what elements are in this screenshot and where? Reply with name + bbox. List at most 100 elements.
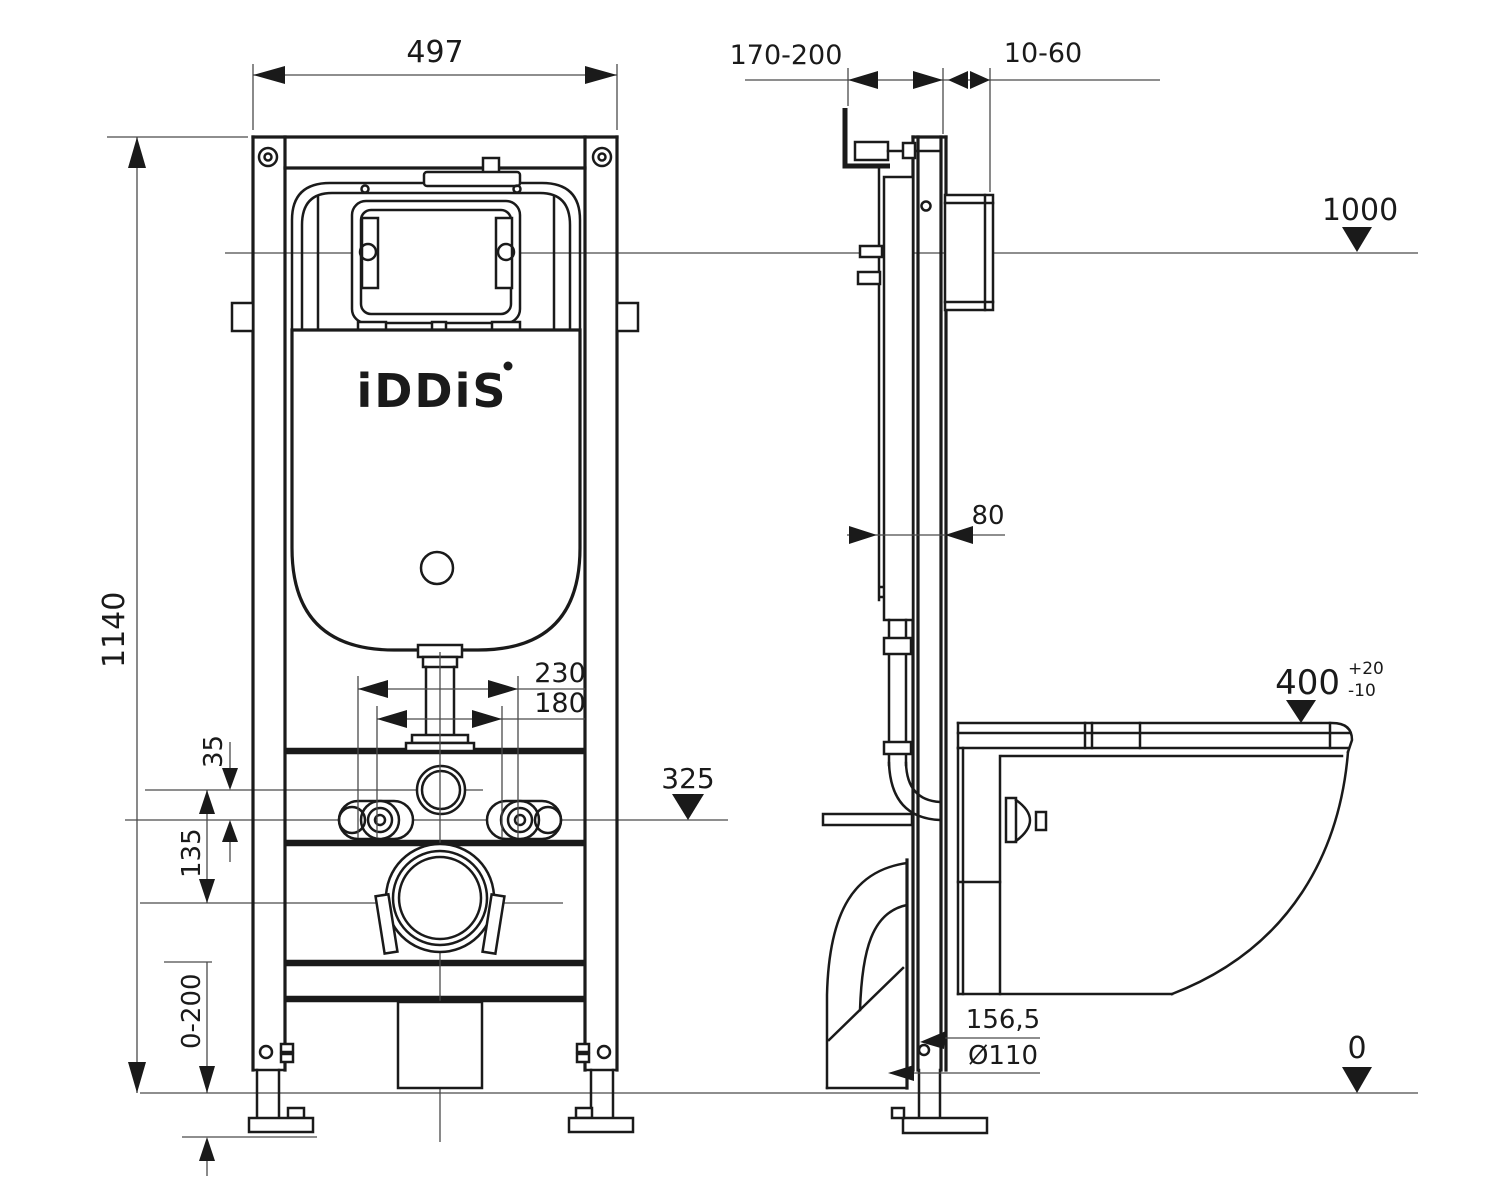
cistern-side <box>882 175 915 622</box>
arrow-down-icon <box>128 1062 146 1093</box>
dim-depth-ranges: 170-200 10-60 <box>730 38 1160 192</box>
level-triangle-icon <box>1342 227 1372 252</box>
dim-230-label: 230 <box>534 658 586 689</box>
level-325-label: 325 <box>661 762 714 795</box>
side-leg <box>890 1068 989 1135</box>
arrow-right-icon <box>585 66 617 84</box>
drain-pipe-hole <box>384 842 496 954</box>
dim-d110-label: Ø110 <box>968 1041 1038 1071</box>
dim-80-label: 80 <box>971 501 1004 531</box>
water-stub <box>858 244 884 259</box>
corner-screw-icon <box>257 146 279 168</box>
mounting-stud <box>1004 796 1018 844</box>
dim-400-tol-plus: +20 <box>1348 659 1384 679</box>
brand-logo: iDDiS <box>356 364 507 418</box>
dim-35-label: 35 <box>199 735 229 768</box>
water-inlet-hole <box>415 764 467 816</box>
side-cistern <box>856 175 915 622</box>
pipe-clamp-right <box>481 892 506 956</box>
dim-width-top: 497 <box>252 35 618 130</box>
leader-outlet-diameter: Ø110 <box>888 1041 1040 1081</box>
side-foot-plate <box>901 1116 989 1135</box>
arrow-left-icon <box>358 680 388 698</box>
water-stub <box>856 270 882 286</box>
arrow-right-icon <box>970 71 990 89</box>
arrow-down-icon <box>199 879 215 903</box>
foot-plate-left <box>247 1116 315 1134</box>
access-window-inner <box>359 208 513 316</box>
toilet-bowl <box>956 721 1354 996</box>
arrow-left-icon <box>253 66 285 84</box>
side-flush-pipe <box>821 618 942 827</box>
level-0-label: 0 <box>1347 1031 1366 1066</box>
arrow-right-icon <box>488 680 518 698</box>
bracket-arm <box>842 108 890 169</box>
front-view: iDDiS <box>97 35 715 1176</box>
pipe-clamp-left <box>374 892 399 956</box>
dim-spacings: 230 180 <box>357 658 586 838</box>
support-plate <box>821 812 914 827</box>
arrow-up-icon <box>222 820 238 842</box>
corner-screw-icon <box>591 146 613 168</box>
top-bracket <box>422 170 522 188</box>
level-triangle-icon <box>1286 700 1316 723</box>
level-marker-325: 325 <box>661 762 715 820</box>
inspection-shaft <box>290 156 582 334</box>
front-frame <box>230 135 640 1072</box>
flush-outlet-hole <box>419 550 455 586</box>
arrow-up-icon <box>128 137 146 168</box>
dim-135-label: 135 <box>177 828 207 878</box>
arrow-right-icon <box>472 710 502 728</box>
foot-plate-right <box>567 1116 635 1134</box>
level-triangle-icon <box>1342 1067 1372 1093</box>
bowl-profile-curve <box>1170 750 1350 996</box>
dim-height-overall: 1140 <box>97 136 248 1093</box>
dim-1140-label: 1140 <box>97 592 132 668</box>
wall-anchor-tab <box>615 301 640 333</box>
leader-outlet-offset: 156,5 <box>917 1005 1040 1057</box>
leader-dot-icon <box>917 1043 931 1057</box>
clamp-strip-right <box>494 216 514 290</box>
dim-180-label: 180 <box>534 688 586 719</box>
fixing-row <box>337 764 563 841</box>
clamp-strip-left <box>360 216 380 290</box>
wall-bracket <box>842 108 942 169</box>
dim-offset-135: 135 <box>177 790 215 903</box>
arrow-left-icon <box>945 526 973 544</box>
level-marker-1000: 1000 <box>1322 193 1398 252</box>
dim-leg-range: 0-200 <box>164 961 317 1176</box>
bracket-bolt <box>853 140 890 162</box>
level-marker-400: 400 +20 -10 <box>1275 659 1384 723</box>
arrow-left-icon <box>888 1065 914 1081</box>
arrow-down-icon <box>222 768 238 790</box>
dim-profile-depth: 80 <box>847 501 1005 544</box>
leg-lock-bolt <box>258 1044 274 1060</box>
trademark-dot-icon <box>503 361 513 371</box>
leg-lock-bolt <box>596 1044 612 1060</box>
arrow-right-icon <box>849 526 877 544</box>
level-triangle-icon <box>672 794 704 820</box>
side-view: 170-200 10-60 80 400 +20 -10 1000 0 <box>730 38 1398 1135</box>
dim-0-200-label: 0-200 <box>177 973 207 1049</box>
dim-170-200-label: 170-200 <box>730 40 843 71</box>
level-1000-label: 1000 <box>1322 193 1398 228</box>
arrow-left-icon <box>377 710 407 728</box>
cistern-body <box>290 328 582 652</box>
level-marker-0: 0 <box>1342 1031 1372 1093</box>
cistern: iDDiS <box>290 328 582 652</box>
drain-duct <box>396 1000 484 1090</box>
arrow-right-icon <box>913 71 943 89</box>
front-legs <box>247 1042 635 1134</box>
drain-assembly <box>374 652 506 1142</box>
side-drain-duct <box>825 858 909 1090</box>
arrow-up-icon <box>199 1137 215 1161</box>
profile-hole <box>920 200 932 212</box>
dim-400-tol-minus: -10 <box>1348 681 1376 701</box>
wall-anchor-tab <box>230 301 255 333</box>
dim-offset-35: 35 <box>199 735 238 862</box>
arrow-left-icon <box>848 71 878 89</box>
dim-10-60-label: 10-60 <box>1004 38 1082 69</box>
dim-400-label: 400 <box>1275 663 1340 703</box>
